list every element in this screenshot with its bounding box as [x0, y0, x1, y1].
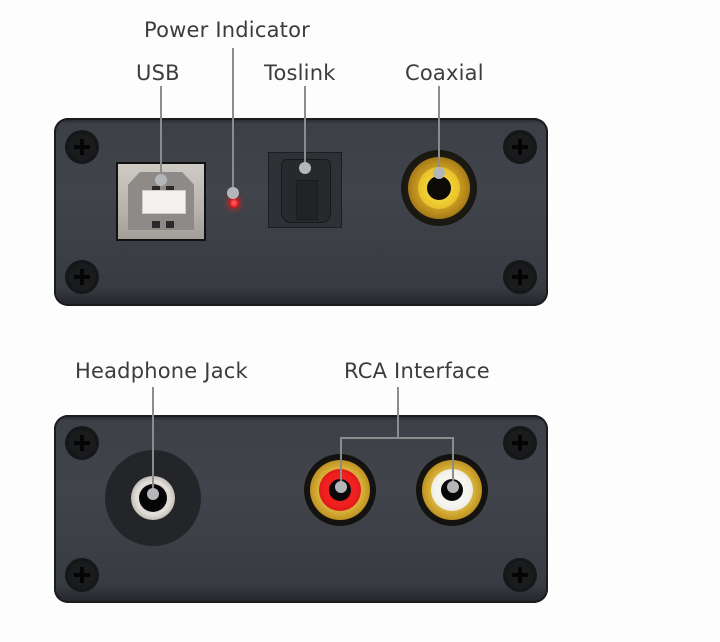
usb-pin — [152, 186, 160, 193]
leader-dot-rca-left — [335, 481, 347, 493]
leader-line-coaxial — [438, 86, 440, 172]
leader-dot-toslink — [299, 162, 311, 174]
power-led-icon — [229, 198, 239, 208]
label-toslink: Toslink — [264, 61, 336, 85]
screw-icon — [66, 131, 98, 163]
label-headphone-jack: Headphone Jack — [75, 359, 248, 383]
label-rca-interface: RCA Interface — [344, 359, 490, 383]
label-power-indicator: Power Indicator — [144, 18, 310, 42]
leader-dot-power — [227, 187, 239, 199]
label-usb: USB — [136, 61, 180, 85]
usb-pin — [166, 186, 174, 193]
leader-dot-rca-right — [447, 481, 459, 493]
screw-icon — [66, 261, 98, 293]
screw-icon — [504, 261, 536, 293]
screw-icon — [504, 427, 536, 459]
leader-line-rca — [397, 387, 399, 439]
leader-line-headphone — [152, 387, 154, 493]
label-coaxial: Coaxial — [405, 61, 484, 85]
leader-dot-usb — [155, 174, 167, 186]
usb-pin — [152, 221, 160, 228]
screw-icon — [66, 427, 98, 459]
leader-line-usb — [160, 86, 162, 178]
leader-line-power — [232, 48, 234, 199]
leader-line-toslink — [304, 86, 306, 167]
leader-line-rca-right — [452, 437, 454, 487]
screw-icon — [66, 559, 98, 591]
leader-dot-headphone — [147, 488, 159, 500]
coaxial-center-hole — [427, 176, 451, 200]
leader-bracket-rca — [340, 437, 454, 439]
leader-line-rca-left — [340, 437, 342, 487]
toslink-slot — [296, 180, 318, 220]
screw-icon — [504, 131, 536, 163]
leader-dot-coaxial — [433, 167, 445, 179]
screw-icon — [504, 559, 536, 591]
usb-port-tongue — [142, 190, 186, 214]
usb-pin — [166, 221, 174, 228]
